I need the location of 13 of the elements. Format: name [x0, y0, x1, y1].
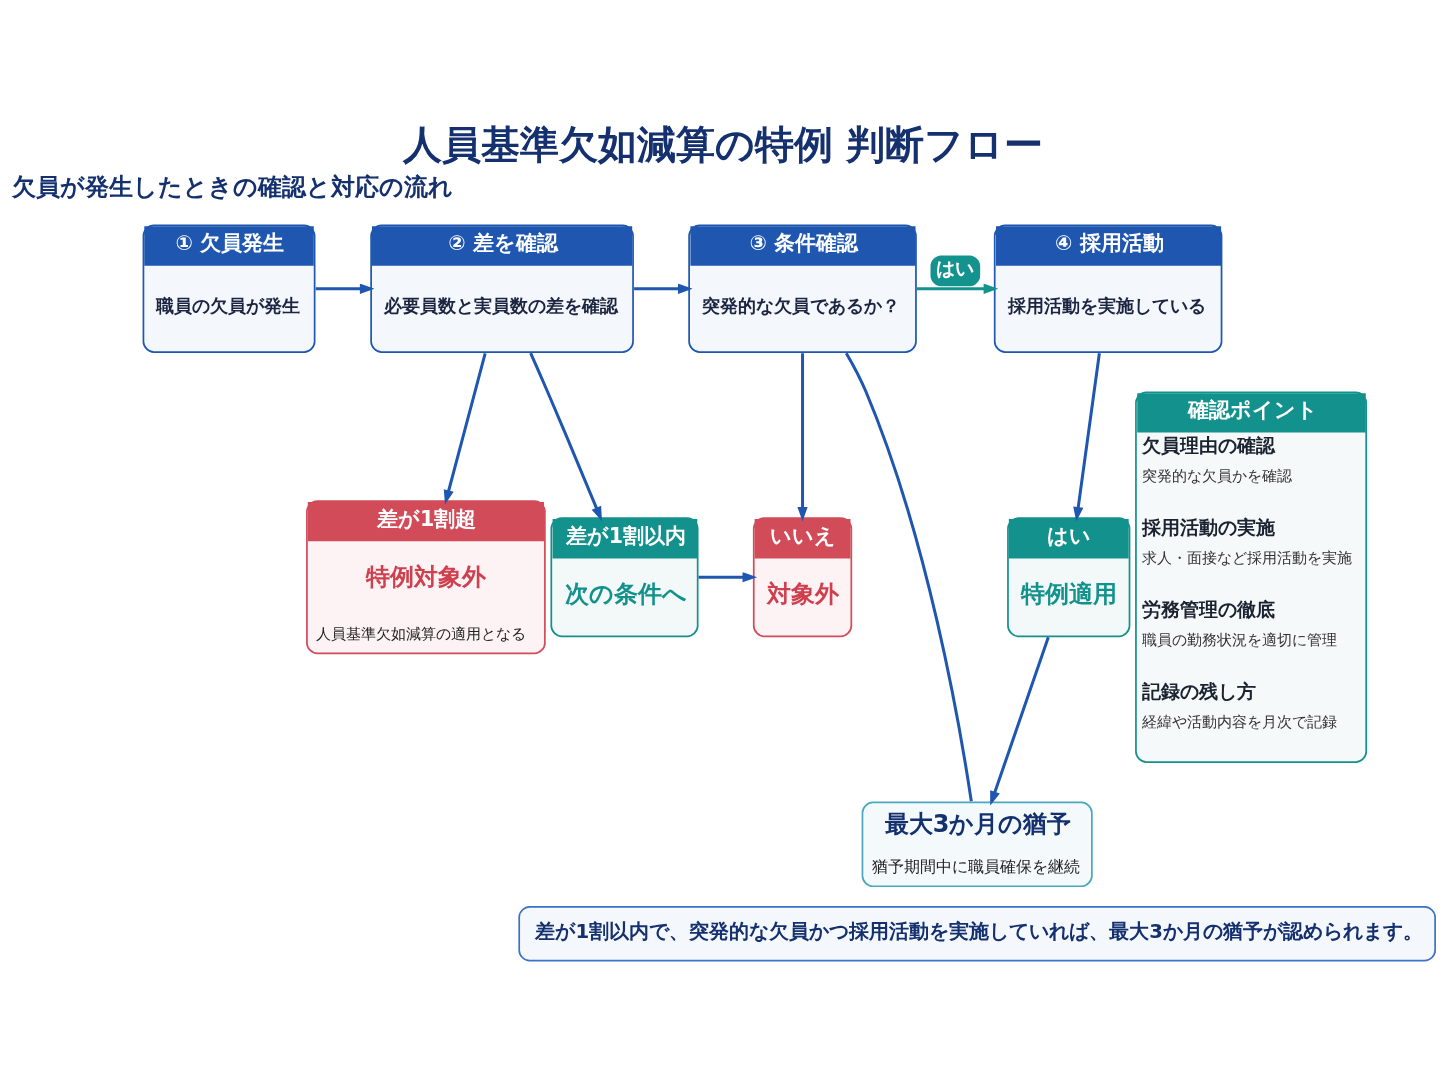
arrow	[698, 572, 758, 583]
arrow	[315, 283, 375, 294]
arrow	[797, 353, 808, 522]
edge-label: はい	[935, 257, 974, 279]
arrow	[634, 283, 693, 294]
arrow	[529, 352, 602, 522]
label: 欠員が発生したときの確認と対応の流れ	[12, 173, 454, 202]
arrow	[990, 636, 1050, 806]
arrow	[1073, 353, 1101, 522]
connector	[845, 352, 973, 802]
arrow	[443, 352, 487, 505]
arrow	[917, 283, 999, 294]
diagram-title: 人員基準欠如減算の特例 判断フロー	[402, 121, 1044, 168]
